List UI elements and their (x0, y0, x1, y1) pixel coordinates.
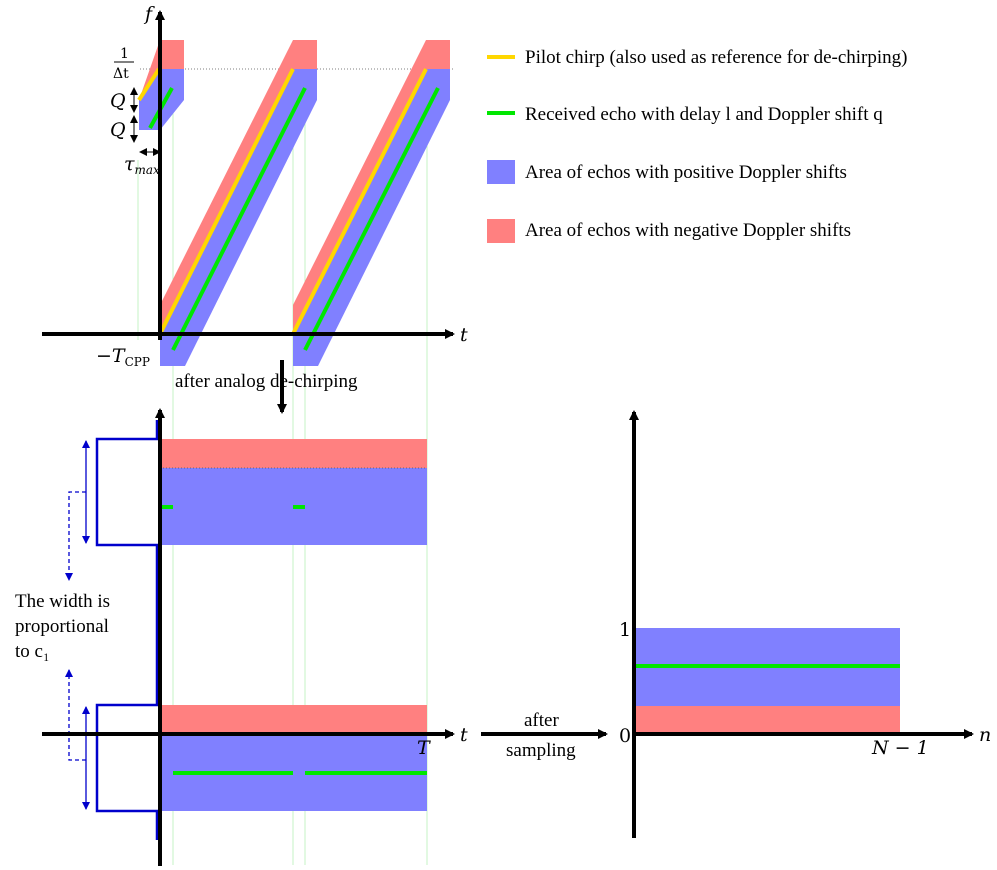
width-note-line-3: to c₁ (15, 641, 50, 662)
width-note-line-2: proportional (15, 616, 109, 637)
sampling-label-line-2: sampling (506, 740, 576, 761)
legend-echo-text: Received echo with delay l and Doppler s… (525, 104, 883, 125)
legend-negative-text: Area of echos with negative Doppler shif… (525, 220, 851, 241)
tcpp-label: −TCPP (96, 345, 150, 369)
tick-one-label: 1 (619, 619, 631, 641)
window-dashed-upper (65, 491, 86, 581)
dechirp-label: after analog de-chirping (175, 371, 358, 392)
q-label-1: Q (110, 90, 126, 112)
bottom-left-plot: t T The width is proportional to c₁ (15, 408, 468, 866)
legend: Pilot chirp (also used as reference for … (487, 47, 908, 243)
red-area-prefix (139, 40, 184, 100)
echo-2 (303, 87, 440, 351)
upper-red-area (160, 439, 427, 468)
freq-tick-numerator: 1 (120, 46, 129, 62)
top-x-axis-label: t (460, 324, 468, 346)
chirp-block-2 (291, 40, 450, 366)
tau-max-label: τmax (124, 153, 160, 177)
bottom-right-x-axis-label: n (979, 724, 991, 746)
legend-pilot-text: Pilot chirp (also used as reference for … (525, 47, 908, 68)
sampled-red-area (634, 706, 900, 734)
n-end-label: N − 1 (871, 737, 929, 759)
chirp-block-1 (158, 40, 317, 366)
bottom-left-x-axis-label: t (460, 724, 468, 746)
legend-positive-swatch (487, 160, 515, 184)
window-dashed-lower (65, 669, 86, 761)
q-label-2: Q (110, 119, 126, 141)
pilot-chirp-prefix (137, 67, 161, 102)
bottom-right-plot: 1 0 N − 1 n (619, 410, 991, 838)
tick-zero-label: 0 (619, 725, 631, 747)
top-y-axis-label: f (143, 3, 155, 25)
t-end-label: T (417, 737, 431, 759)
width-note-line-1: The width is (15, 591, 110, 612)
freq-tick-label: 1 Δt (113, 46, 134, 82)
pilot-chirp-1 (158, 68, 295, 335)
legend-positive-text: Area of echos with positive Doppler shif… (525, 162, 847, 183)
pilot-chirp-2 (291, 68, 428, 335)
legend-negative-swatch (487, 219, 515, 243)
lower-red-area (160, 705, 427, 734)
top-plot: f t 1 Δt Q Q τmax −TCPP (42, 3, 468, 865)
window-bracket (95, 420, 159, 840)
sampling-label-line-1: after (524, 710, 559, 731)
echo-1 (171, 87, 307, 351)
freq-tick-denominator: Δt (113, 66, 129, 82)
